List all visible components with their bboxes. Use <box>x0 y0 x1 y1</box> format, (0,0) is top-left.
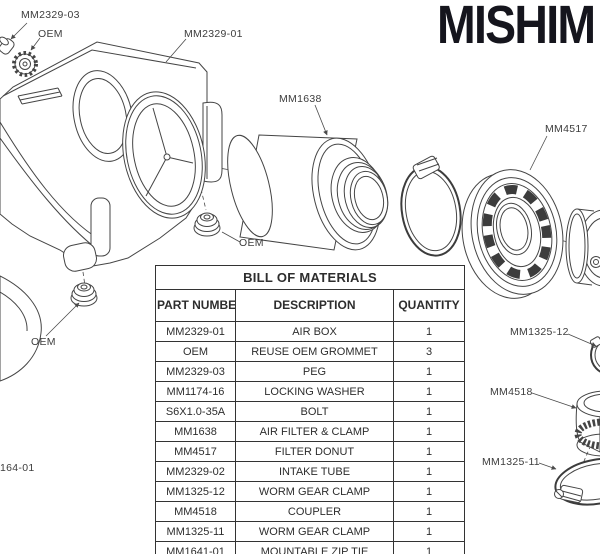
part-number: MM2329-01 <box>155 321 236 342</box>
quantity: 1 <box>392 481 466 502</box>
worm-clamp-lower-drawing <box>554 457 600 506</box>
description: LOCKING WASHER <box>235 381 394 402</box>
washer-grommet-drawing <box>12 51 38 77</box>
bom-title: BILL OF MATERIALS <box>154 265 466 290</box>
worm-clamp-upper-drawing <box>589 336 600 373</box>
part-number: MM2329-02 <box>155 461 236 482</box>
label-oem-low: OEM <box>31 336 56 348</box>
part-number: MM2329-03 <box>155 361 236 382</box>
bom-col-part: PART NUMBER <box>155 289 236 322</box>
description: PEG <box>235 361 394 382</box>
oem-grommet-mid <box>193 212 221 237</box>
coupler-drawing <box>574 390 600 457</box>
description: AIR BOX <box>235 321 394 342</box>
filter-clamp-drawing <box>400 155 462 257</box>
label-oem-mid: OEM <box>239 237 264 249</box>
peg-drawing <box>0 36 15 55</box>
oem-grommet-low <box>70 282 98 307</box>
quantity: 1 <box>392 361 466 382</box>
air-box-drawing <box>0 41 223 382</box>
part-number: MM4518 <box>155 501 236 522</box>
description: BOLT <box>235 401 394 422</box>
label-airbox: MM2329-01 <box>184 28 243 40</box>
description: WORM GEAR CLAMP <box>235 521 394 542</box>
part-number: OEM <box>155 341 236 362</box>
part-number: S6X1.0-35A <box>155 401 236 422</box>
intake-tube-drawing <box>565 208 600 287</box>
bom-col-desc: DESCRIPTION <box>235 289 394 322</box>
label-clamp-lower: MM1325-11 <box>482 456 540 468</box>
part-number: MM1641-01 <box>155 541 236 554</box>
part-number: MM1638 <box>155 421 236 442</box>
description: WORM GEAR CLAMP <box>235 481 394 502</box>
quantity: 1 <box>392 521 466 542</box>
quantity: 1 <box>392 501 466 522</box>
description: COUPLER <box>235 501 394 522</box>
label-ziptie-partial: 164-01 <box>0 462 35 474</box>
part-number: MM1325-11 <box>155 521 236 542</box>
description: AIR FILTER & CLAMP <box>235 421 394 442</box>
bill-of-materials-table: BILL OF MATERIALS PART NUMBER DESCRIPTIO… <box>154 265 466 554</box>
part-number: MM4517 <box>155 441 236 462</box>
description: INTAKE TUBE <box>235 461 394 482</box>
quantity: 1 <box>392 541 466 554</box>
description: MOUNTABLE ZIP TIE <box>235 541 394 554</box>
part-number: MM1174-16 <box>155 381 236 402</box>
air-filter-drawing <box>227 134 389 251</box>
quantity: 1 <box>392 401 466 422</box>
quantity: 1 <box>392 381 466 402</box>
mishimoto-logo: MISHIM <box>437 0 596 55</box>
quantity: 1 <box>392 321 466 342</box>
quantity: 1 <box>392 421 466 442</box>
label-filter: MM1638 <box>279 93 322 105</box>
label-donut: MM4517 <box>545 123 588 135</box>
quantity: 3 <box>392 341 466 362</box>
label-coupler: MM4518 <box>490 386 533 398</box>
description: FILTER DONUT <box>235 441 394 462</box>
leader-lines <box>10 22 597 470</box>
label-oem-top: OEM <box>38 28 63 40</box>
filter-donut-drawing <box>461 169 564 299</box>
quantity: 1 <box>392 461 466 482</box>
quantity: 1 <box>392 441 466 462</box>
label-clamp-upper: MM1325-12 <box>510 326 569 338</box>
bom-col-qty: QUANTITY <box>392 289 466 322</box>
part-number: MM1325-12 <box>155 481 236 502</box>
description: REUSE OEM GROMMET <box>235 341 394 362</box>
label-peg: MM2329-03 <box>21 9 80 21</box>
